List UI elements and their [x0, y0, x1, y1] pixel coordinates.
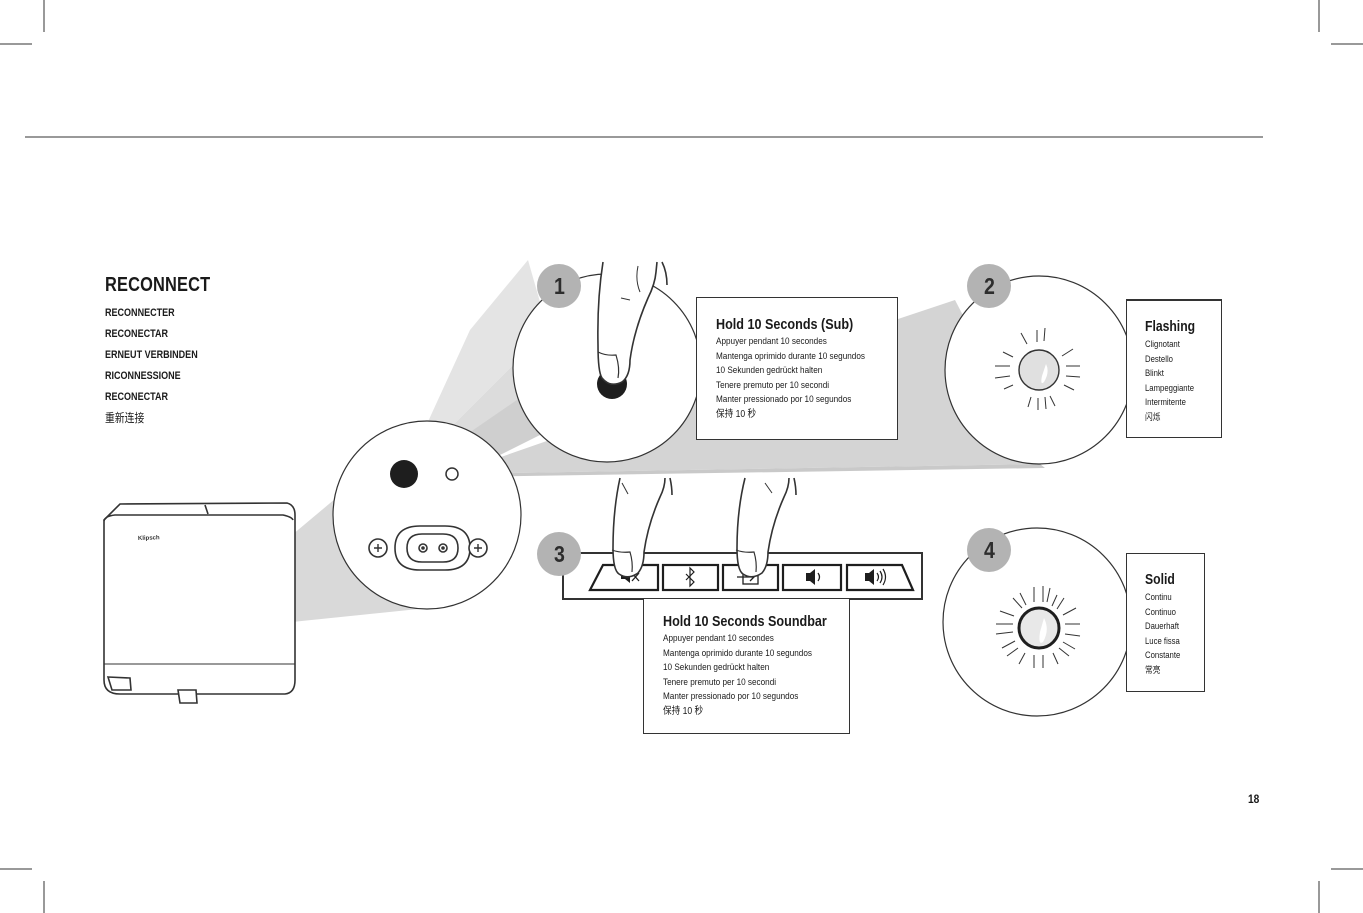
reconnect-translation: ERNEUT VERBINDEN — [105, 349, 198, 361]
volume-down-icon — [806, 569, 821, 585]
finger-icon — [735, 477, 797, 578]
callout-line: Tenere premuto per 10 secondi — [663, 676, 777, 688]
callout-line: Mantenga oprimido durante 10 segundos — [663, 647, 812, 659]
callout-line: 常亮 — [1145, 664, 1161, 675]
callout-line: Manter pressionado por 10 segundos — [716, 394, 852, 406]
reconnect-title: RECONNECT — [105, 274, 211, 296]
status-led — [445, 467, 459, 481]
callout-line: Mantenga oprimido durante 10 segundos — [716, 350, 865, 362]
reconnect-translation: RECONECTAR — [105, 391, 168, 403]
reconnect-heading-block: RECONNECT RECONNECTER RECONECTAR ERNEUT … — [105, 274, 233, 429]
callout-line: Intermitente — [1145, 397, 1186, 408]
callout-line: Tenere premuto per 10 secondi — [716, 379, 830, 391]
callout-line: Appuyer pendant 10 secondes — [663, 633, 774, 644]
callout-line: Blinkt — [1145, 368, 1164, 379]
callout-line: 10 Sekunden gedrückt halten — [716, 365, 823, 377]
bluetooth-icon — [685, 566, 695, 588]
finger-icon — [611, 477, 673, 578]
reconnect-translation: RECONECTAR — [105, 328, 168, 340]
callout-line: Destello — [1145, 353, 1173, 364]
power-inlet — [368, 525, 488, 571]
finger-icon — [597, 261, 668, 386]
callout-line: 闪烁 — [1145, 411, 1161, 422]
step-number: 4 — [983, 537, 995, 563]
callout-heading: Hold 10 Seconds (Sub) — [716, 316, 854, 333]
step-badge-4: 4 — [967, 528, 1011, 572]
step3-callout: Hold 10 Seconds Soundbar Appuyer pendant… — [643, 598, 850, 734]
connect-button — [390, 460, 418, 488]
callout-line: 保持 10 秒 — [663, 705, 704, 717]
callout-line: Appuyer pendant 10 secondes — [716, 336, 827, 347]
flash-rays — [994, 327, 1081, 410]
callout-line: Continu — [1145, 592, 1172, 602]
led-flashing-icon — [1018, 349, 1060, 391]
step-number: 3 — [553, 541, 565, 567]
callout-heading: Hold 10 Seconds Soundbar — [663, 613, 827, 630]
step-badge-1: 1 — [537, 264, 581, 308]
callout-line: Clignotant — [1145, 339, 1180, 349]
reconnect-translation: RICONNESSIONE — [105, 370, 181, 382]
page-number: 18 — [1248, 792, 1260, 806]
step-number: 2 — [983, 273, 995, 299]
step1-callout: Hold 10 Seconds (Sub) Appuyer pendant 10… — [696, 297, 898, 440]
reconnect-translation: 重新连接 — [105, 411, 145, 425]
step4-zoom — [942, 527, 1132, 717]
callout-heading: Flashing — [1145, 319, 1196, 335]
callout-line: 10 Sekunden gedrückt halten — [663, 662, 770, 674]
callout-line: Constante — [1145, 650, 1181, 661]
callout-line: Lampeggiante — [1145, 382, 1195, 393]
callout-heading: Solid — [1145, 572, 1175, 588]
step-badge-2: 2 — [967, 264, 1011, 308]
step2-zoom — [944, 275, 1134, 465]
step-number: 1 — [553, 273, 565, 299]
led-solid-icon — [1017, 606, 1061, 650]
callout-line: Dauerhaft — [1145, 621, 1179, 632]
volume-up-icon — [865, 568, 887, 586]
reconnect-translation: RECONNECTER — [105, 307, 175, 319]
callout-line: Continuo — [1145, 606, 1176, 617]
step2-callout: Flashing Clignotant Destello Blinkt Lamp… — [1126, 299, 1222, 438]
glow-rays — [995, 586, 1081, 668]
subwoofer-logo: Klipsch — [138, 535, 160, 542]
step-badge-3: 3 — [537, 532, 581, 576]
step1-zoom — [512, 261, 702, 463]
back-panel-zoom — [332, 420, 522, 610]
callout-line: Luce fissa — [1145, 635, 1180, 646]
callout-line: Manter pressionado por 10 segundos — [663, 691, 799, 703]
step4-callout: Solid Continu Continuo Dauerhaft Luce fi… — [1126, 553, 1205, 692]
callout-line: 保持 10 秒 — [716, 408, 757, 420]
subwoofer: Klipsch — [103, 502, 296, 704]
